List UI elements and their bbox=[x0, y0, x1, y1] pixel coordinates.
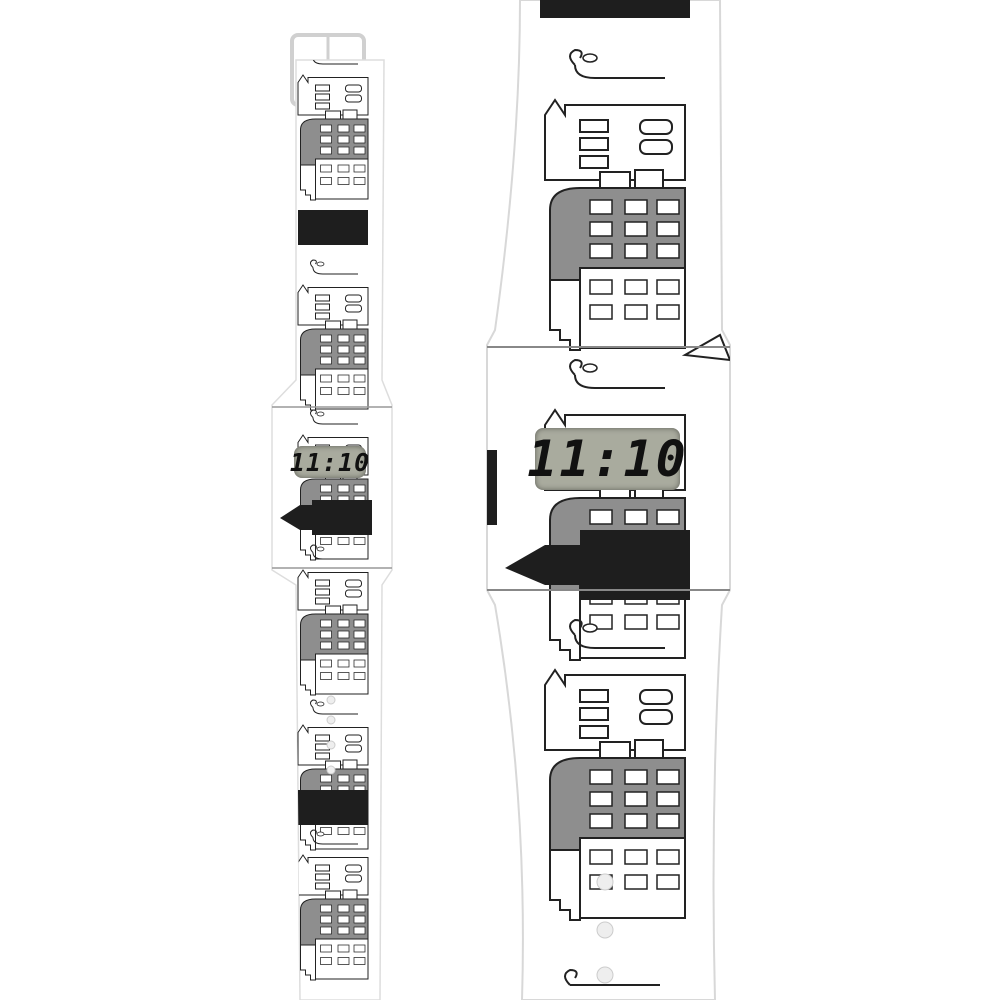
small-watch bbox=[271, 33, 393, 1000]
small-watch-lcd-display: 11:10 bbox=[289, 446, 371, 478]
large-watch-lcd-display: 11:10 bbox=[527, 428, 688, 490]
large-band-pattern bbox=[487, 0, 730, 986]
small-band-pattern bbox=[280, 60, 372, 981]
band-hole bbox=[596, 966, 614, 984]
large-watch bbox=[486, 0, 731, 1000]
band-hole bbox=[596, 873, 614, 891]
band-hole bbox=[596, 921, 614, 939]
